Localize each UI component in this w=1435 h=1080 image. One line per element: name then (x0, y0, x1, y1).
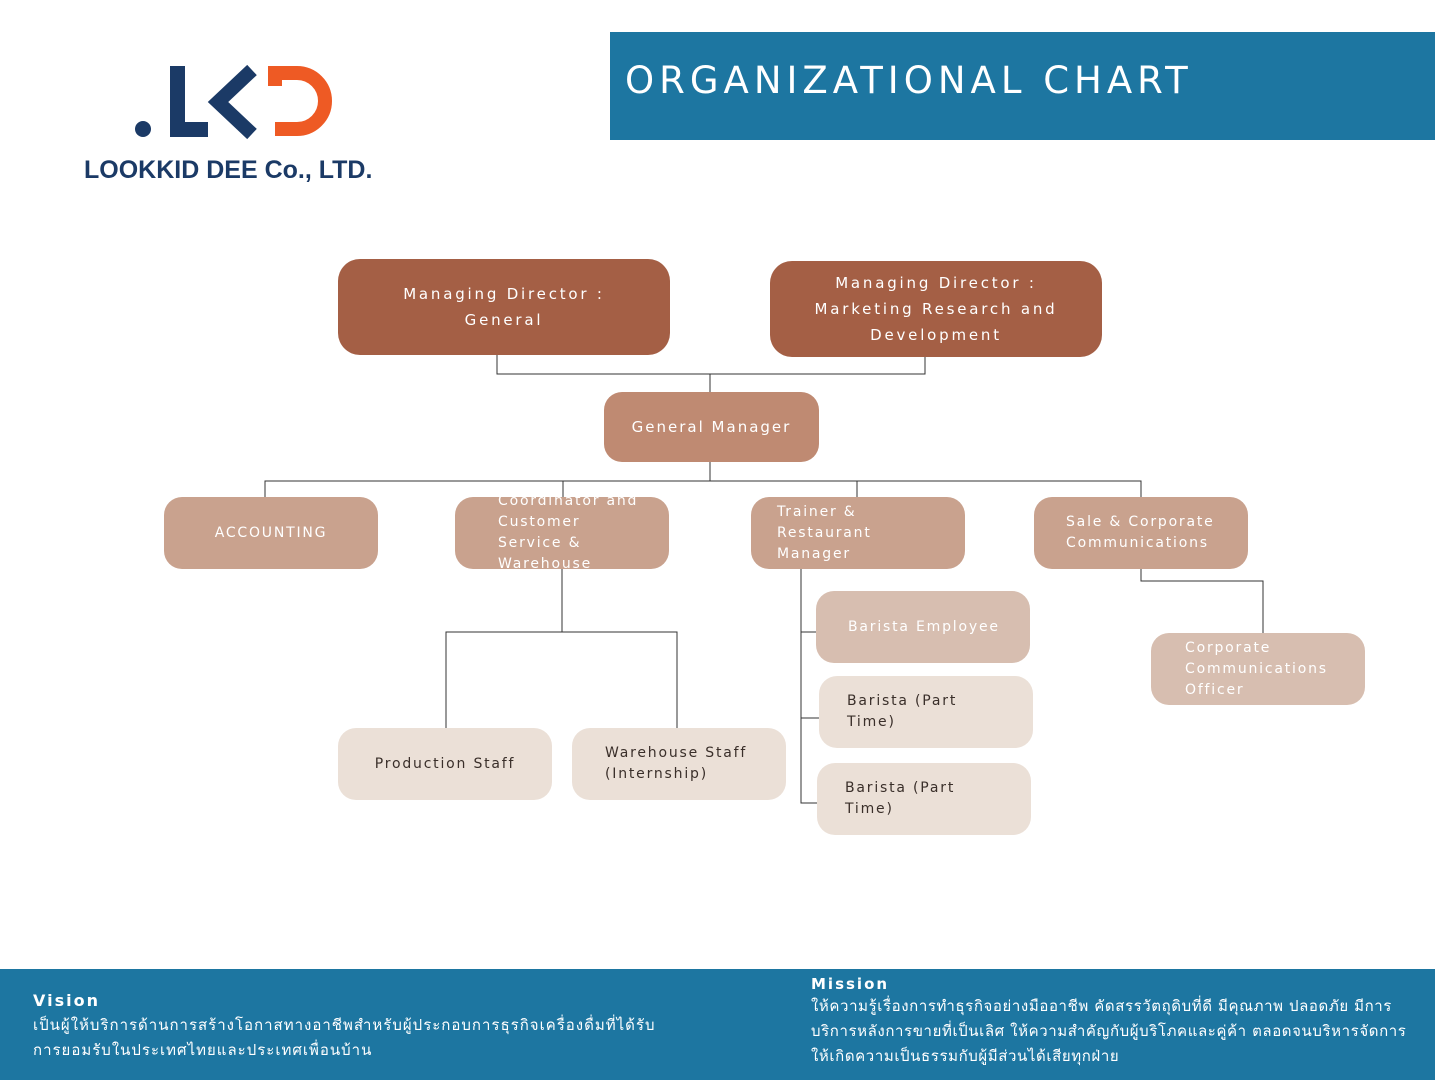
org-box-general-manager: General Manager (604, 392, 819, 462)
org-box-md-general: Managing Director : General (338, 259, 670, 355)
org-label: Production Staff (374, 755, 516, 772)
company-name: LOOKKID DEE Co., LTD. (84, 156, 373, 184)
org-box-md-marketing: Managing Director : Marketing Research a… (770, 261, 1102, 357)
mission-title: Mission (811, 975, 890, 993)
vision-text: เป็นผู้ให้บริการด้านการสร้างโอกาสทางอาชี… (33, 1016, 656, 1059)
org-box-sale: Sale & Corporate Communications (1034, 497, 1248, 569)
org-label: Barista (Part Time) (847, 693, 958, 730)
vision-title: Vision (33, 991, 100, 1010)
org-box-barista-employee: Barista Employee (816, 591, 1030, 663)
org-box-accounting: ACCOUNTING (164, 497, 378, 569)
org-box-trainer: Trainer & Restaurant Manager (751, 497, 965, 569)
org-label: Barista (Part Time) (845, 780, 956, 817)
org-box-barista-part-time-1: Barista (Part Time) (819, 676, 1033, 748)
org-box-warehouse-staff: Warehouse Staff (Internship) (572, 728, 786, 800)
org-label: Trainer & Restaurant Manager (777, 503, 872, 562)
org-label: Barista Employee (848, 618, 1000, 635)
org-label: Managing Director : General (403, 285, 605, 329)
org-box-production-staff: Production Staff (338, 728, 552, 800)
page-title: ORGANIZATIONAL CHART (625, 59, 1193, 102)
org-label: Warehouse Staff (Internship) (605, 745, 748, 782)
org-box-coordinator: Coordinator and Customer Service & Wareh… (455, 493, 669, 572)
org-label: Corporate Communications Officer (1185, 639, 1328, 698)
org-label: General Manager (631, 417, 792, 436)
org-label: Sale & Corporate Communications (1066, 514, 1215, 551)
lkd-logo-icon (135, 64, 332, 140)
org-box-corporate-officer: Corporate Communications Officer (1151, 633, 1365, 705)
org-label: Managing Director : Marketing Research a… (814, 274, 1058, 344)
company-logo: LOOKKID DEE Co., LTD. (84, 60, 404, 190)
org-label: ACCOUNTING (214, 524, 328, 541)
org-label: Coordinator and Customer Service & Wareh… (498, 493, 639, 572)
footer-banner: Vision เป็นผู้ให้บริการด้านการสร้างโอกาส… (0, 969, 1435, 1080)
title-banner: ORGANIZATIONAL CHART (610, 32, 1435, 140)
org-box-barista-part-time-2: Barista (Part Time) (817, 763, 1031, 835)
mission-text: ให้ความรู้เรื่องการทำธุรกิจอย่างมืออาชีพ… (811, 997, 1407, 1065)
